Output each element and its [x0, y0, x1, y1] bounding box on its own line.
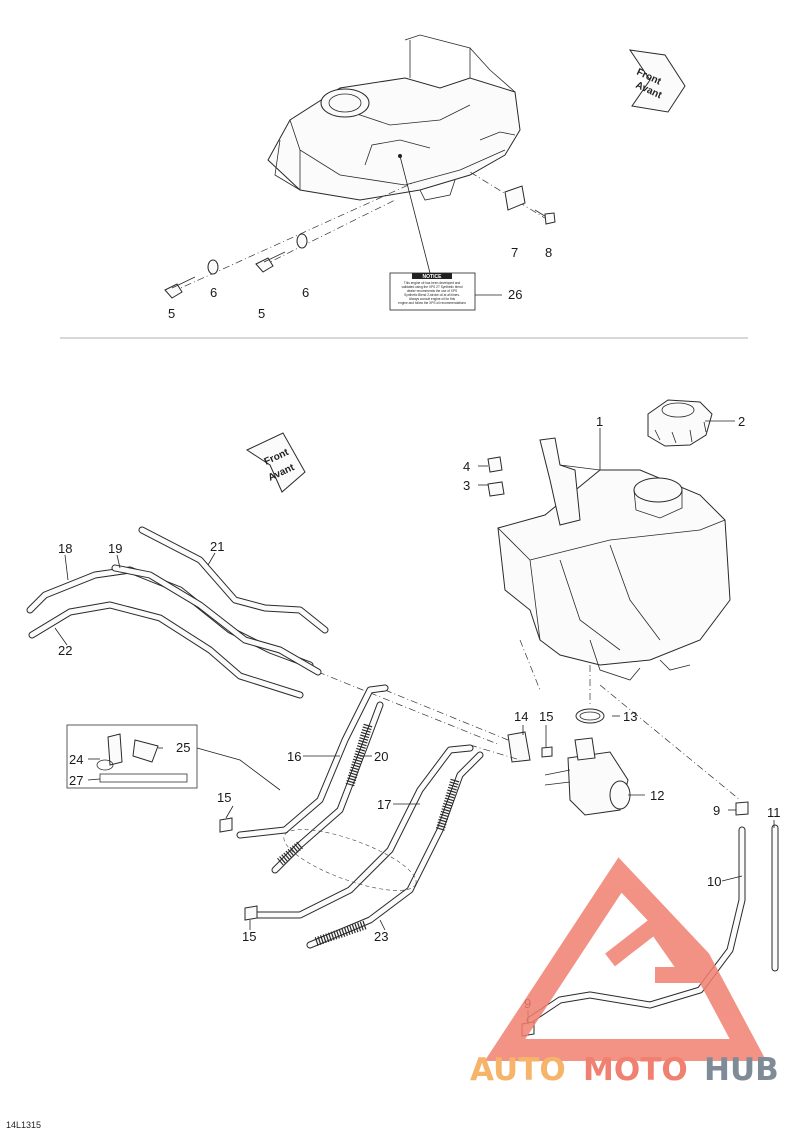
label-10: 10 — [707, 874, 721, 889]
label-22: 22 — [58, 643, 72, 658]
bracket-14 — [507, 731, 531, 763]
notice-line-1: This engine oil has been developed and — [404, 281, 461, 285]
front-arrow-top: Front Avant — [628, 49, 686, 113]
clamp-9-top — [735, 801, 749, 816]
label-4: 4 — [463, 459, 470, 474]
washer-6-right — [296, 233, 308, 249]
label-5b: 5 — [258, 306, 265, 321]
label-24: 24 — [69, 752, 83, 767]
bolt-5-left — [164, 276, 196, 299]
bolt-5-right — [255, 251, 286, 273]
label-26: 26 — [508, 287, 522, 302]
label-6b: 6 — [302, 285, 309, 300]
notice-line-3: dealer recommends the use of XPS — [407, 289, 457, 293]
notice-line-6: engine and follow the XPS oil recommenda… — [398, 301, 466, 305]
label-1: 1 — [596, 414, 603, 429]
grommet-4 — [487, 456, 503, 473]
label-14: 14 — [514, 709, 528, 724]
automotohub-watermark-logo — [484, 857, 767, 1061]
label-21: 21 — [210, 539, 224, 554]
label-15a: 15 — [539, 709, 553, 724]
oil-tank-1 — [497, 437, 731, 681]
upper-oil-tank-assembly — [267, 34, 521, 201]
label-8: 8 — [545, 245, 552, 260]
label-3: 3 — [463, 478, 470, 493]
label-12: 12 — [650, 788, 664, 803]
oil-pump-12 — [544, 737, 631, 816]
nut-3 — [487, 481, 505, 497]
hardware-kit-box — [66, 724, 198, 789]
label-20: 20 — [374, 749, 388, 764]
notice-line-2: validated using the XPS 2T Synthetic ble… — [401, 285, 462, 289]
watermark-hub: HUB — [704, 1052, 779, 1088]
label-11: 11 — [767, 805, 781, 820]
label-9a: 9 — [713, 803, 720, 818]
notice-decal: NOTICE This engine oil has been develope… — [389, 272, 476, 311]
hose-10 — [526, 826, 746, 1024]
washer-6-left — [207, 259, 219, 275]
hose-22 — [28, 601, 304, 699]
hose-16 — [236, 684, 389, 839]
plate-7 — [504, 185, 526, 211]
front-arrow-bottom: Front Avant — [245, 432, 306, 493]
hose-17 — [251, 744, 474, 919]
clamp-13 — [575, 708, 605, 724]
label-15b: 15 — [217, 790, 231, 805]
watermark-moto: MOTO — [583, 1052, 688, 1088]
hose-20 — [271, 701, 384, 874]
label-13: 13 — [623, 709, 637, 724]
label-2: 2 — [738, 414, 745, 429]
hose-23 — [306, 751, 484, 949]
label-23: 23 — [374, 929, 388, 944]
drawing-reference: 14L1315 — [6, 1120, 41, 1130]
automotohub-watermark-text: AUTO MOTO HUB — [470, 1052, 779, 1088]
screw-8 — [534, 209, 556, 225]
label-7: 7 — [511, 245, 518, 260]
cap-2 — [647, 399, 713, 447]
label-17: 17 — [377, 797, 391, 812]
watermark-auto: AUTO — [470, 1052, 566, 1088]
label-6a: 6 — [210, 285, 217, 300]
hose-21 — [138, 526, 329, 634]
label-25: 25 — [176, 740, 190, 755]
notice-title: NOTICE — [423, 274, 443, 280]
clamp-15-bottom — [244, 905, 258, 921]
label-15c: 15 — [242, 929, 256, 944]
clamp-15-left — [219, 817, 233, 833]
hose-19 — [111, 564, 322, 676]
notice-line-5: Always consult engine oil for this — [409, 297, 455, 301]
label-19: 19 — [108, 541, 122, 556]
notice-line-4: Synthetic Blend 2-stroke oil at all time… — [404, 293, 460, 297]
label-5a: 5 — [168, 306, 175, 321]
clamp-15-top — [541, 746, 553, 758]
label-16: 16 — [287, 749, 301, 764]
label-27: 27 — [69, 773, 83, 788]
label-18: 18 — [58, 541, 72, 556]
